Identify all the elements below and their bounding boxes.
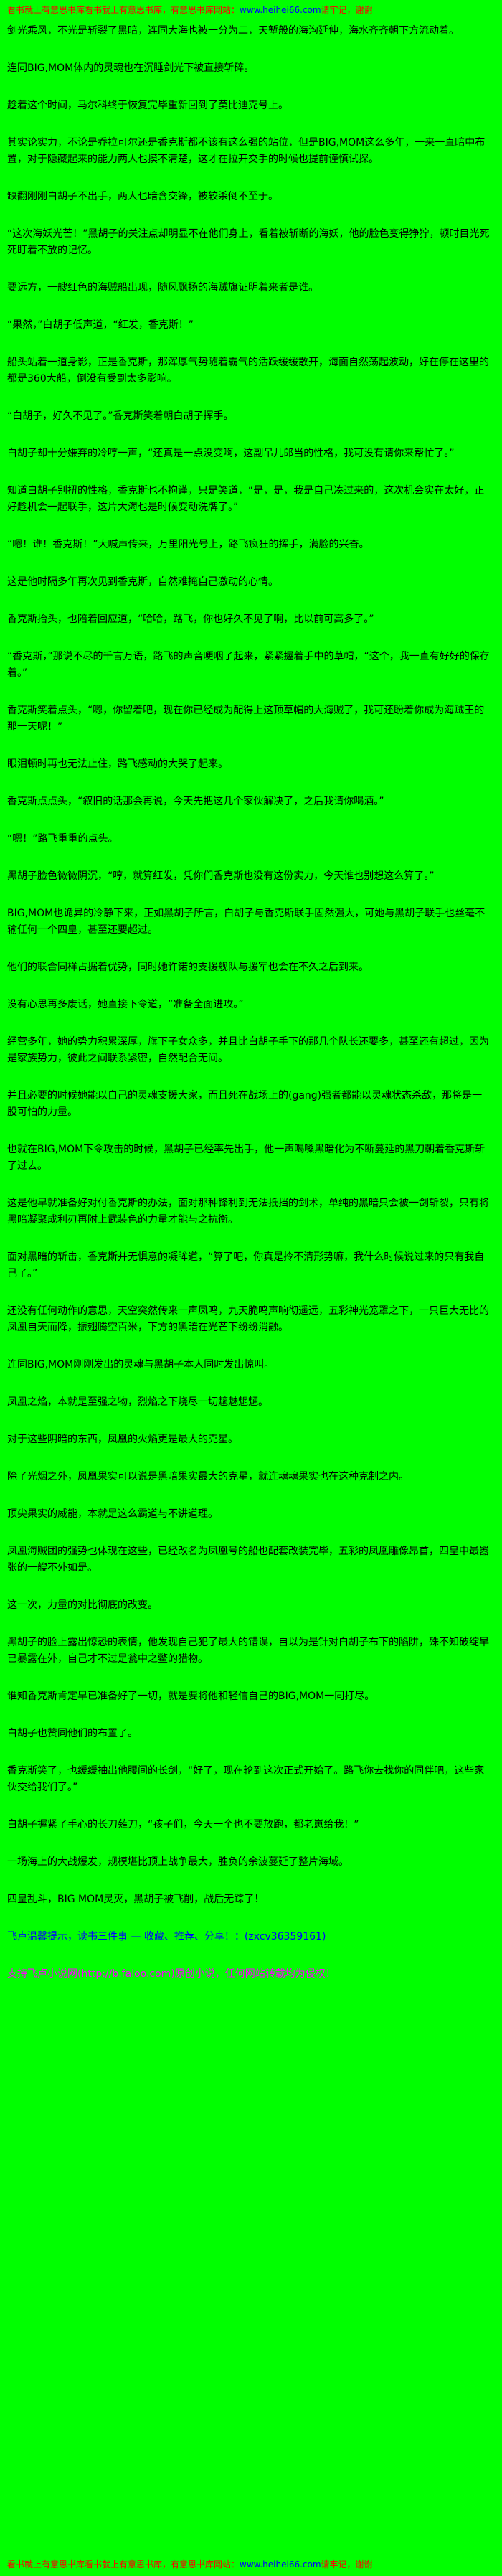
novel-paragraph: “这次海妖光芒！”黑胡子的关注点却明显不在他们身上，看着被斩断的海妖，他的脸色变… [7, 228, 490, 256]
novel-paragraph: 这一次，力量的对比彻底的改变。 [7, 1599, 158, 1611]
novel-paragraph: 缺翻刚刚白胡子不出手，两人也暗含交锋，被较杀倒不至于。 [7, 191, 278, 202]
novel-paragraph: 经营多年，她的势力积累深厚，旗下子女众多，并且比白胡子手下的那几个队长还要多，甚… [7, 1036, 489, 1064]
faloo-copyright-line[interactable]: 支持飞卢小说网(http://b.faloo.com)原创小说，任何网站转载均为… [7, 1968, 336, 1980]
novel-paragraph: “白胡子，好久不见了。”香克斯笑着朝白胡子挥手。 [7, 410, 234, 422]
novel-paragraph: 四皇乱斗，BIG MOM灵灭，黑胡子被飞削，战后无踪了！ [7, 1894, 265, 1905]
banner-prefix-text: 看书就上有意思书库看书就上有意思书库，有意思书库网站： [7, 2559, 240, 2570]
banner-suffix-text: 请牢记，谢谢 [321, 5, 373, 15]
novel-paragraph: 顶尖果实的威能，本就是这么霸道与不讲道理。 [7, 1508, 218, 1520]
banner-suffix-text: 请牢记，谢谢 [321, 2559, 373, 2570]
novel-paragraph: 白胡子也赞同他们的布置了。 [7, 1728, 138, 1739]
novel-paragraph: 这是他时隔多年再次见到香克斯，自然难掩自己激动的心情。 [7, 576, 278, 588]
novel-paragraph: 并且必要的时候她能以自己的灵魂支援大家，而且死在战场上的(gang)强者都能以灵… [7, 1090, 483, 1118]
novel-paragraph: 面对黑暗的斩击，香克斯并无惧意的凝眸道，“算了吧，你真是拎不清形势嘛，我什么时候… [7, 1251, 485, 1279]
novel-paragraph: 要远方，一艘红色的海贼船出现，随风飘扬的海贼旗证明着来者是谁。 [7, 282, 318, 293]
novel-paragraph: “嗯！”路飞重重的点头。 [7, 833, 118, 845]
novel-paragraph: 没有心思再多废话，她直接下令道，“准备全面进攻。” [7, 999, 244, 1010]
novel-paragraph: 这是他早就准备好对付香克斯的办法，面对那种锋利到无法抵挡的剑术，单纯的黑暗只会被… [7, 1198, 489, 1226]
novel-paragraph: “果然，”白胡子低声道，“红发，香克斯！” [7, 319, 194, 331]
banner-prefix-text: 看书就上有意思书库看书就上有意思书库，有意思书库网站： [7, 5, 240, 15]
novel-paragraph: 眼泪顿时再也无法止住，路飞感动的大哭了起来。 [7, 758, 228, 770]
novel-paragraph: 船头站着一道身影，正是香克斯，那浑厚气势随着霸气的活跃缓缓散开，海面自然荡起波动… [7, 357, 489, 385]
novel-paragraph: 连同BIG,MOM体内的灵魂也在沉睡剑光下被直接斩碎。 [7, 62, 255, 74]
novel-paragraph: 其实论实力，不论是乔拉可尔还是香克斯都不该有这么强的站位，但是BIG,MOM这么… [7, 137, 486, 165]
novel-paragraph: 对于这些阴暗的东西，凤凰的火焰更是最大的克星。 [7, 1434, 238, 1445]
site-banner-top: 看书就上有意思书库看书就上有意思书库，有意思书库网站：www.heihei66.… [7, 4, 492, 16]
novel-paragraph: 连同BIG,MOM刚刚发出的灵魂与黑胡子本人同时发出惊叫。 [7, 1359, 275, 1371]
site-url-link[interactable]: www.heihei66.com [240, 2559, 321, 2570]
novel-paragraph: 黑胡子的脸上露出惊恐的表情，他发现自己犯了最大的错误，自以为是针对白胡子布下的陷… [7, 1637, 489, 1665]
novel-paragraph: 凤凰海贼团的强势也体现在这些，已经改名为凤凰号的船也配套改装完毕，五彩的凤凰雕像… [7, 1546, 489, 1574]
novel-paragraph: 剑光乘风，不光是斩裂了黑暗，连同大海也被一分为二，天堑般的海沟延伸，海水齐齐朝下… [7, 25, 459, 37]
novel-paragraph: 黑胡子脸色微微阴沉，“哼，就算红发，凭你们香克斯也没有这份实力，今天谁也别想这么… [7, 870, 435, 882]
site-banner-bottom: 看书就上有意思书库看书就上有意思书库，有意思书库网站：www.heihei66.… [7, 2543, 492, 2570]
novel-paragraph: 谁知香克斯肯定早已准备好了一切，就是要将他和轻信自己的BIG,MOM一同打尽。 [7, 1691, 375, 1702]
novel-paragraph: 凤凰之焰，本就是至强之物，烈焰之下烧尽一切魑魅魍魉。 [7, 1396, 268, 1408]
novel-paragraph: 白胡子却十分嫌弃的冷哼一声，“还真是一点没变啊，这副吊儿郎当的性格，我可没有请你… [7, 448, 455, 459]
novel-paragraph: 香克斯笑了，也缓缓抽出他腰间的长剑，“好了，现在轮到这次正式开始了。路飞你去找你… [7, 1765, 485, 1793]
novel-paragraph: 香克斯笑着点头，“嗯，你留着吧，现在你已经成为配得上这顶草帽的大海贼了，我可还盼… [7, 705, 485, 733]
novel-paragraph: “嗯！谁！香克斯！”大喊声传来，万里阳光号上，路飞疯狂的挥手，满脸的兴奋。 [7, 539, 369, 550]
novel-paragraph: 白胡子握紧了手心的长刀薙刀，“孩子们，今天一个也不要放跑，都老崽给我！” [7, 1819, 359, 1830]
novel-paragraph: 趁着这个时间，马尔科终于恢复完毕重新回到了莫比迪克号上。 [7, 100, 288, 111]
novel-paragraph: 香克斯点点头，“叙旧的话那会再说，今天先把这几个家伙解决了，之后我请你喝酒。” [7, 796, 384, 807]
novel-paragraph: 香克斯抬头，也陪着回应道，“哈哈，路飞，你也好久不见了啊，比以前可高多了。” [7, 614, 374, 625]
site-url-link[interactable]: www.heihei66.com [240, 5, 321, 15]
novel-paragraph: 也就在BIG,MOM下令攻击的时候，黑胡子已经率先出手，他一声喝嗓黑暗化为不断蔓… [7, 1144, 486, 1172]
novel-paragraph: BIG,MOM也诡异的冷静下来，正如黑胡子所言，白胡子与香克斯联手固然强大，可她… [7, 908, 486, 936]
novel-paragraph: 知道白胡子别扭的性格，香克斯也不拘谨，只是笑道，“是，是，我是自己凑过来的，这次… [7, 485, 485, 513]
novel-paragraph: 他们的联合同样占据着优势，同时她许诺的支援舰队与援军也会在不久之后到来。 [7, 962, 369, 973]
novel-paragraph: 还没有任何动作的意思，天空突然传来一声凤鸣，九天脆鸣声响彻遥远，五彩神光笼罩之下… [7, 1305, 489, 1333]
novel-paragraph: 除了光烟之外，凤凰果实可以说是黑暗果实最大的克星，就连魂魂果实也在这种克制之内。 [7, 1471, 409, 1482]
novel-paragraph: “香克斯，”那说不尽的千言万语，路飞的声音哽咽了起来，紧紧握着手中的草帽，“这个… [7, 651, 490, 679]
novel-content: 剑光乘风，不光是斩裂了黑暗，连同大海也被一分为二，天堑般的海沟延伸，海水齐齐朝下… [7, 23, 492, 2003]
novel-paragraph: 一场海上的大战爆发，规模堪比顶上战争最大，胜负的余波蔓延了整片海域。 [7, 1856, 349, 1868]
faloo-promo-line[interactable]: 飞卢温馨提示，读书三件事 — 收藏、推荐、分享！：(zxcv36359161) [7, 1931, 326, 1942]
